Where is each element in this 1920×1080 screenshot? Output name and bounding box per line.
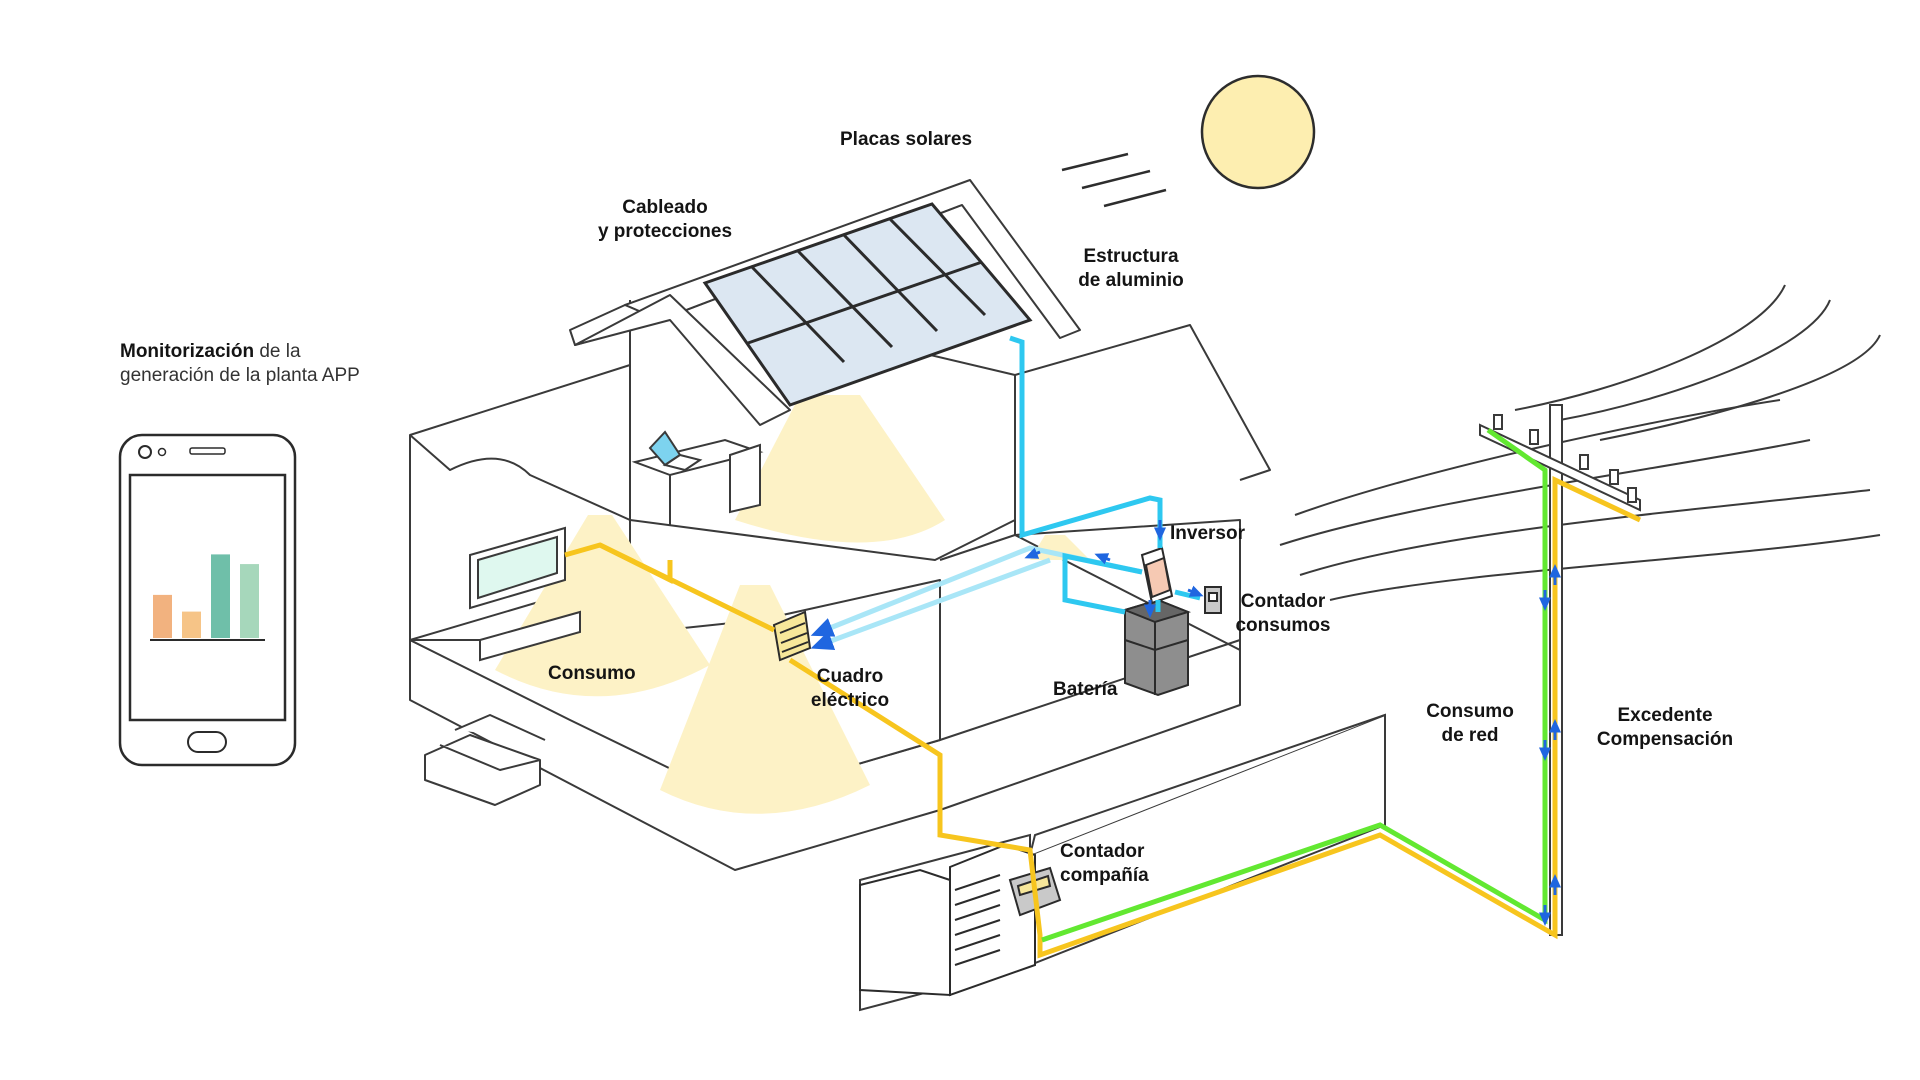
flow-arrows	[1024, 520, 1561, 926]
television	[469, 526, 566, 610]
power-cables	[1279, 284, 1881, 601]
app-chart-bar	[211, 554, 230, 638]
sun-icon	[1061, 74, 1316, 208]
label-contador-consumos-line1: Contador	[1240, 591, 1326, 612]
label-consumo-red: Consumo de red	[1420, 700, 1520, 748]
inverter-icon	[1140, 546, 1174, 605]
smartphone-icon	[118, 433, 297, 767]
desk-with-laptop	[631, 430, 764, 525]
label-estructura-line1: Estructura	[1083, 246, 1179, 267]
consumption-cable	[564, 476, 1642, 959]
label-contador-compania: Contador compañía	[1060, 840, 1149, 888]
label-contador-compania-line1: Contador	[1060, 841, 1145, 862]
label-cuadro-line1: Cuadro	[816, 666, 884, 687]
label-contador-consumos: Contador consumos	[1228, 590, 1338, 638]
app-chart-bar	[240, 564, 259, 638]
dc-cable	[1009, 335, 1163, 548]
label-estructura: Estructura de aluminio	[1066, 245, 1196, 293]
solar-panels	[702, 202, 1033, 407]
light-cones	[495, 395, 1090, 814]
label-cableado-line2: y protecciones	[597, 221, 733, 242]
label-cableado: Cableado y protecciones	[590, 196, 740, 244]
label-bateria: Batería	[1053, 679, 1118, 700]
label-placas-solares: Placas solares	[840, 129, 973, 150]
label-excedente-line1: Excedente	[1617, 705, 1713, 726]
label-monitorizacion: Monitorización de la generación de la pl…	[120, 340, 360, 388]
app-chart-bar	[153, 594, 172, 638]
radiator	[479, 610, 581, 662]
label-monitorizacion-line2: generación de la planta APP	[120, 365, 360, 386]
label-excedente: Excedente Compensación	[1590, 704, 1740, 752]
app-bar-chart	[153, 554, 259, 638]
label-contador-compania-line2: compañía	[1060, 865, 1149, 886]
label-consumo-red-line1: Consumo	[1426, 701, 1514, 722]
label-monitorizacion-line1: Monitorización de la	[120, 341, 301, 362]
label-cuadro-line2: eléctrico	[810, 690, 890, 711]
label-monitorizacion-rest: de la	[254, 341, 301, 362]
electrical-panel-icon	[772, 610, 812, 662]
label-cableado-line1: Cableado	[622, 197, 708, 218]
label-excedente-line2: Compensación	[1596, 729, 1734, 750]
label-cuadro-electrico: Cuadro eléctrico	[800, 665, 900, 713]
label-inversor: Inversor	[1170, 523, 1245, 544]
label-estructura-line2: de aluminio	[1078, 270, 1184, 291]
label-contador-consumos-line2: consumos	[1235, 615, 1331, 636]
consumption-meter-icon	[1204, 586, 1222, 614]
label-consumo: Consumo	[548, 663, 636, 684]
label-monitorizacion-bold: Monitorización	[120, 341, 255, 362]
app-chart-bar	[182, 611, 201, 638]
battery-icon	[1121, 598, 1192, 697]
label-consumo-red-line2: de red	[1441, 725, 1499, 746]
company-meter-icon	[859, 843, 1062, 997]
